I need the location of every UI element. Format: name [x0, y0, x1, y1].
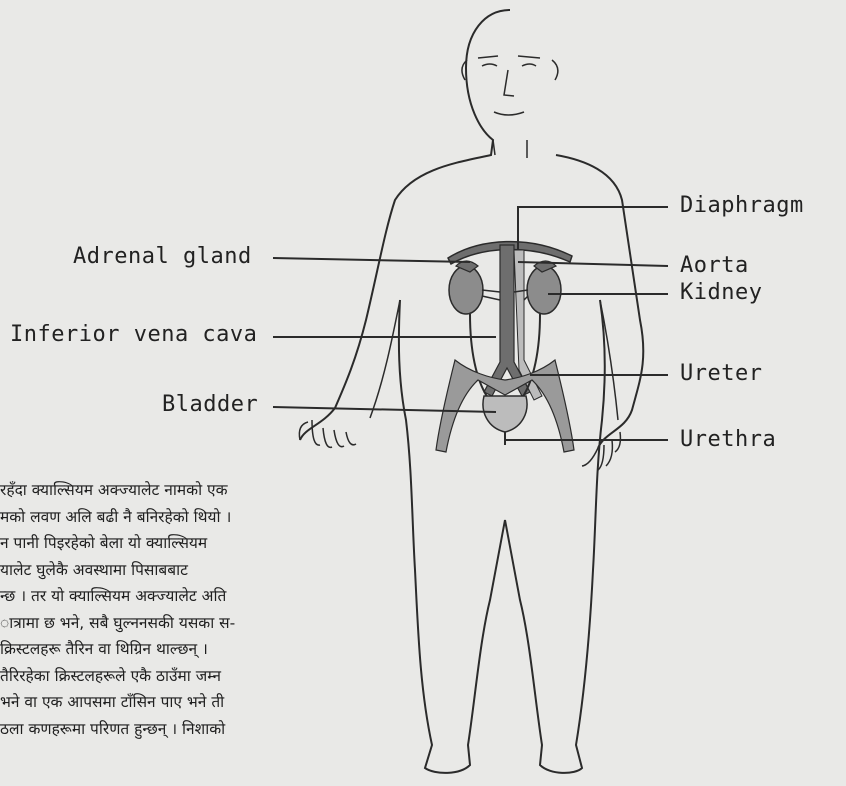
label-ureter: Ureter [680, 361, 762, 386]
paragraph-line: तैरिरहेका क्रिस्टलहरूले एकै ठाउँमा जम्न [0, 663, 380, 690]
right-kidney [527, 266, 561, 314]
left-hand [299, 420, 356, 447]
paragraph-line: मको लवण अलि बढी नै बनिरहेको थियो । [0, 504, 380, 531]
paragraph-line: ात्रामा छ भने, सबै घुल्ननसकी यसका स- [0, 610, 380, 637]
label-diaphragm: Diaphragm [680, 193, 804, 218]
paragraph-line: न पानी पिइरहेको बेला यो क्याल्सियम [0, 530, 380, 557]
label-kidney: Kidney [680, 280, 762, 305]
paragraph-line: ठला कणहरूमा परिणत हुन्छन् । निशाको [0, 716, 380, 743]
label-adrenal-gland: Adrenal gland [73, 244, 252, 269]
label-bladder: Bladder [162, 392, 258, 417]
face-details [462, 56, 558, 158]
label-urethra: Urethra [680, 427, 776, 452]
label-inferior-vena-cava: Inferior vena cava [10, 322, 257, 347]
bladder [483, 396, 527, 432]
paragraph-line: यालेट घुलेकै अवस्थामा पिसाबबाट [0, 557, 380, 584]
paragraph-line: क्रिस्टलहरू तैरिन वा थिग्रिन थाल्छन् । [0, 636, 380, 663]
label-aorta: Aorta [680, 253, 749, 278]
paragraph-line: रहँदा क्याल्सियम अक्ज्यालेट नामको एक [0, 477, 380, 504]
right-hand [582, 432, 620, 470]
paragraph-line: भने वा एक आपसमा टाँसिन पाए भने ती [0, 689, 380, 716]
left-kidney [449, 266, 483, 314]
nepali-body-paragraph: रहँदा क्याल्सियम अक्ज्यालेट नामको एक मको… [0, 477, 380, 742]
paragraph-line: न्छ । तर यो क्याल्सियम अक्ज्यालेट अति [0, 583, 380, 610]
